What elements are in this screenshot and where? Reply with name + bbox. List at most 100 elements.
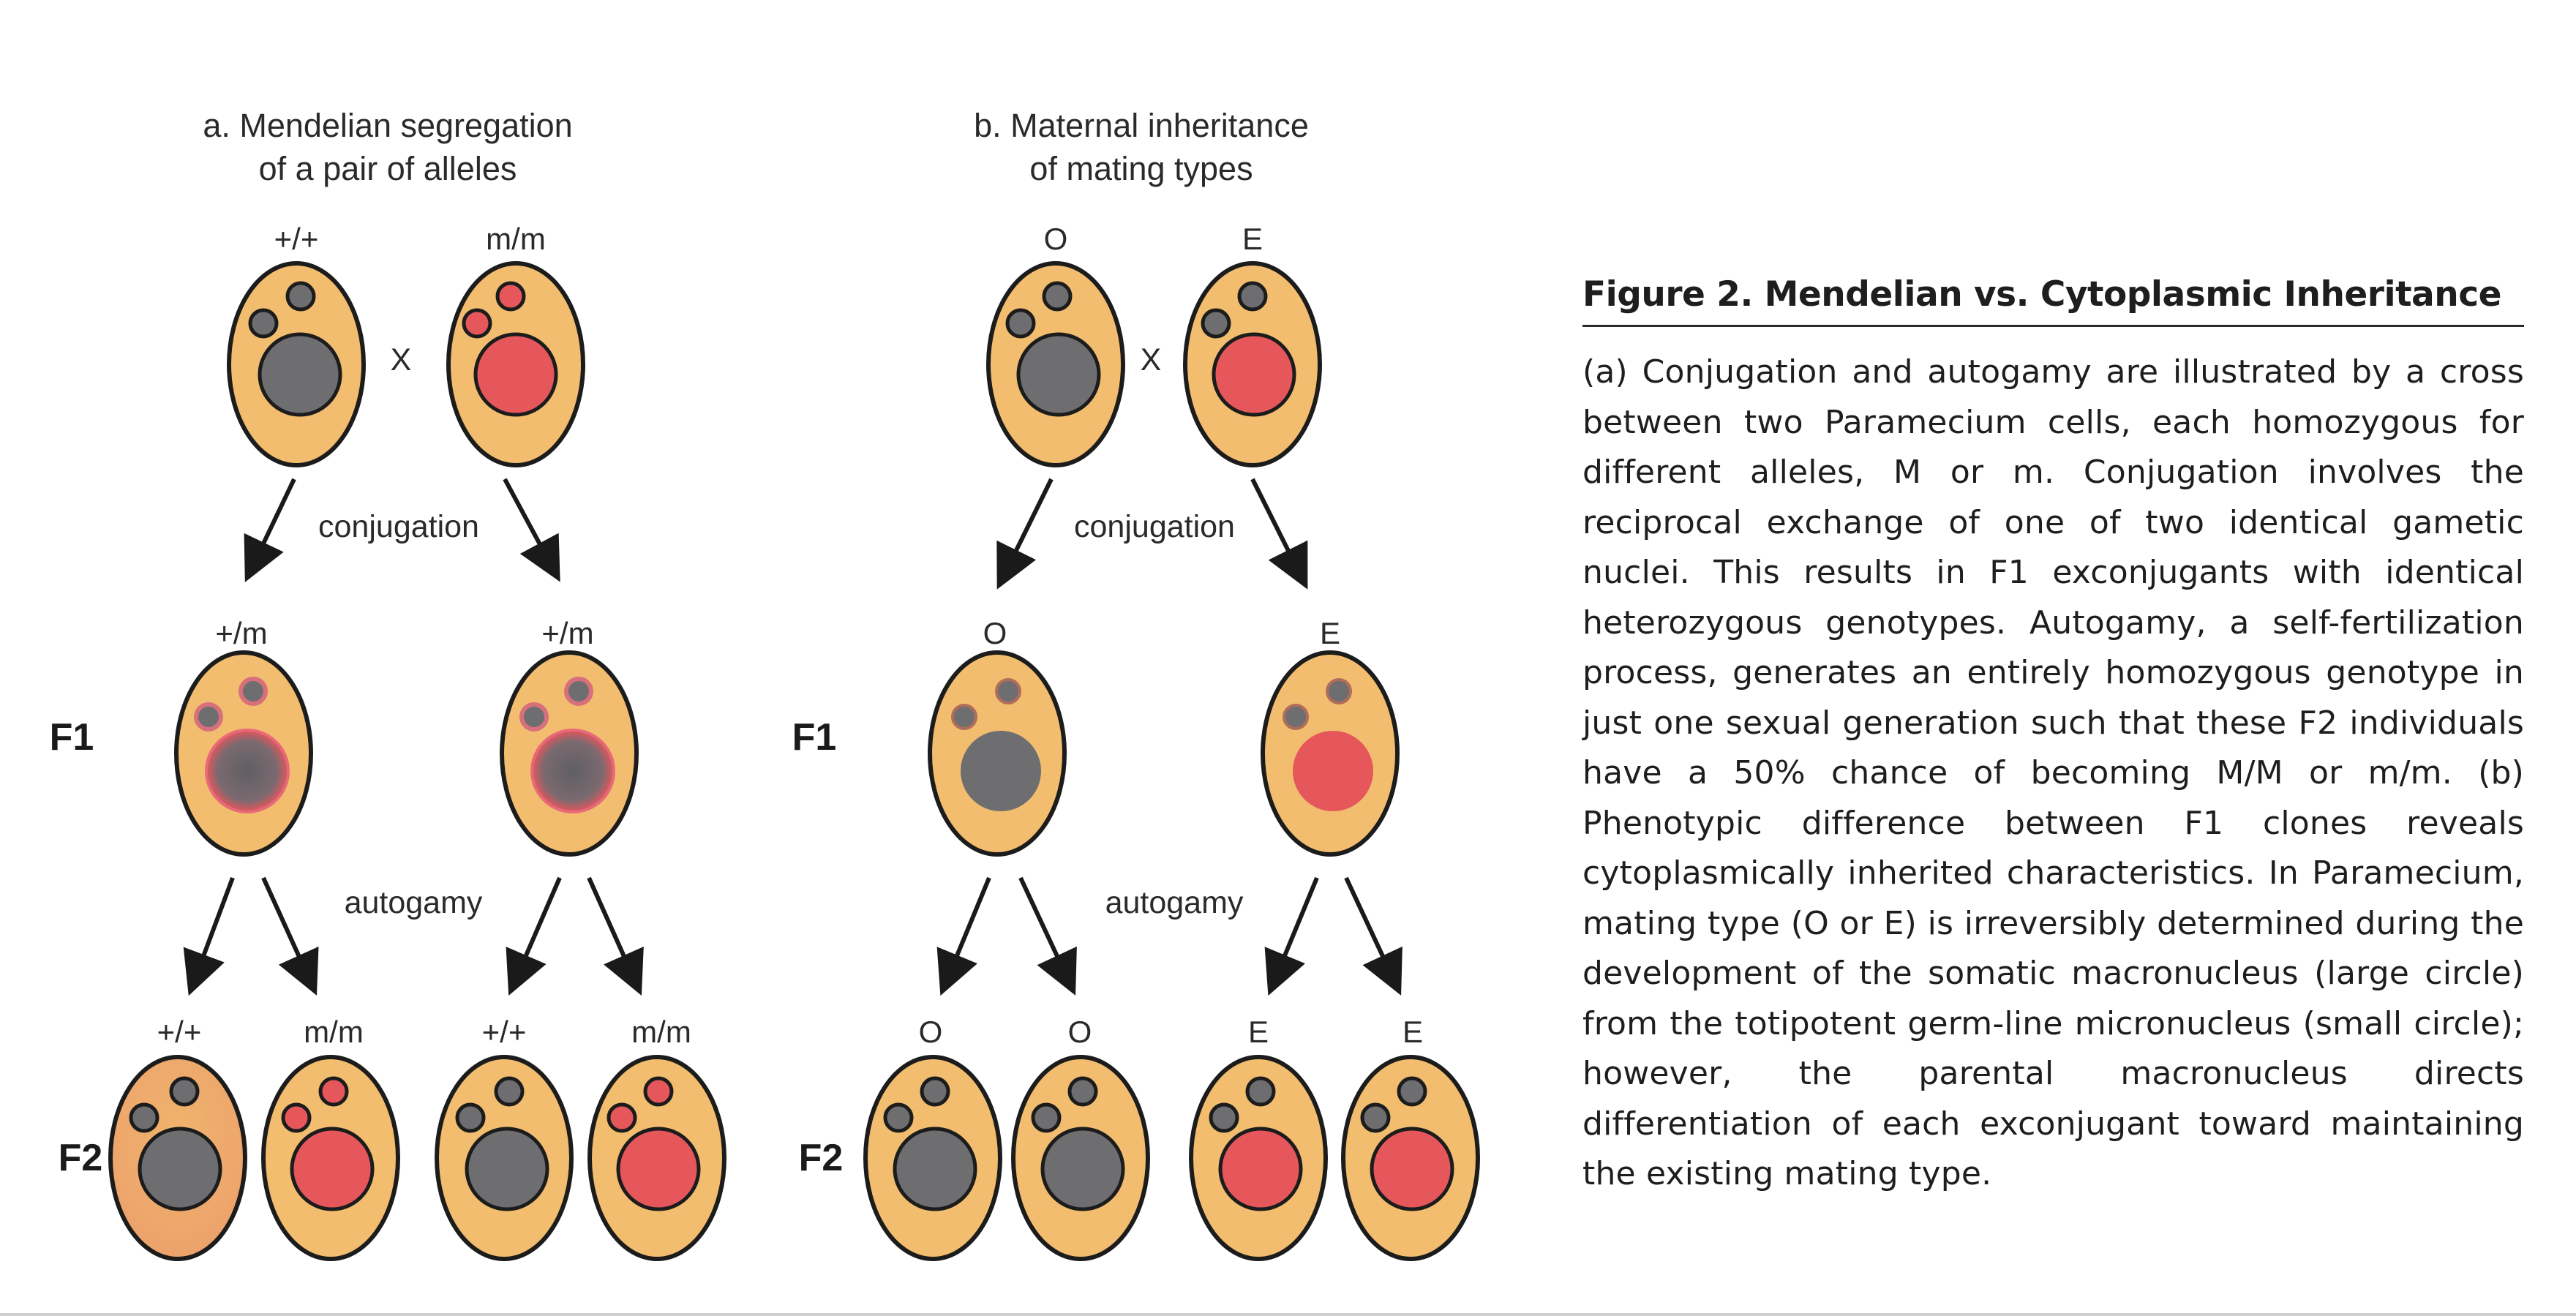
panel-b-title-line2: of mating types: [1029, 150, 1253, 187]
micronucleus: [1245, 1076, 1276, 1107]
micronucleus: [1067, 1076, 1098, 1107]
macronucleus: [961, 731, 1041, 811]
f1-cell-right: [500, 650, 639, 857]
conjugation-arrow-right: [503, 478, 560, 582]
panel-a: a. Mendelian segregation of a pair of al…: [50, 107, 726, 1261]
macronucleus: [1293, 731, 1373, 811]
macronucleus: [290, 1127, 375, 1211]
conjugation-arrow-right: [1250, 478, 1308, 590]
f2-cell: [1011, 1055, 1150, 1261]
parent-cell-left: [986, 261, 1125, 467]
cross-symbol: X: [391, 342, 412, 377]
f2-cell: [587, 1055, 726, 1261]
micronucleus: [1326, 678, 1352, 704]
micronucleus: [1031, 1102, 1062, 1133]
f1-cell-left: [928, 650, 1067, 857]
micronucleus: [1283, 704, 1309, 730]
f1-mating-type-left: O: [983, 616, 1007, 650]
generation-label-f2: F2: [59, 1137, 103, 1179]
parent-mating-type-left: O: [1044, 222, 1068, 256]
macronucleus: [1016, 332, 1101, 417]
macronucleus: [205, 729, 290, 813]
generation-label-f1: F1: [50, 716, 94, 759]
micronucleus: [455, 1102, 486, 1133]
macronucleus: [473, 332, 558, 417]
micronucleus: [951, 704, 977, 730]
autogamy-label: autogamy: [345, 885, 483, 920]
f2-genotype: +/+: [482, 1015, 527, 1049]
f1-cell-left: [174, 650, 313, 857]
f1-genotype-left: +/m: [215, 616, 267, 650]
caption-body: (a) Conjugation and autogamy are illustr…: [1582, 353, 2524, 1192]
macronucleus: [893, 1127, 977, 1211]
autogamy-arrow: [936, 876, 991, 996]
macronucleus: [465, 1127, 549, 1211]
micronucleus: [1201, 308, 1231, 339]
micronucleus: [1237, 281, 1268, 312]
micronucleus: [607, 1102, 637, 1133]
f1-mating-type-right: E: [1320, 616, 1340, 650]
micronucleus: [1209, 1102, 1239, 1133]
micronucleus: [1360, 1102, 1391, 1133]
micronucleus: [462, 308, 492, 339]
micronucleus: [1042, 281, 1073, 312]
f1-genotype-right: +/m: [541, 616, 593, 650]
autogamy-arrow: [587, 876, 644, 996]
f2-genotype: m/m: [304, 1015, 364, 1049]
micronucleus: [494, 1076, 525, 1107]
micronucleus: [920, 1076, 950, 1107]
micronucleus: [495, 281, 526, 312]
micronucleus: [643, 1076, 674, 1107]
generation-label-f1: F1: [792, 716, 837, 759]
autogamy-label: autogamy: [1105, 885, 1244, 920]
cross-symbol: X: [1141, 342, 1162, 377]
autogamy-arrow: [1344, 876, 1402, 996]
panel-a-title-line1: a. Mendelian segregation: [203, 107, 572, 144]
autogamy-arrow: [1264, 876, 1319, 996]
micronucleus: [285, 281, 316, 312]
macronucleus: [1040, 1127, 1125, 1211]
conjugation-label: conjugation: [1074, 509, 1235, 544]
micronucleus: [995, 678, 1021, 704]
autogamy-arrow: [183, 876, 235, 996]
caption-title: Figure 2. Mendelian vs. Cytoplasmic Inhe…: [1582, 274, 2524, 327]
f2-cell: [261, 1055, 400, 1261]
micronucleus: [519, 702, 549, 732]
f2-mating-type: O: [1068, 1015, 1092, 1049]
f2-genotype: m/m: [631, 1015, 691, 1049]
parent-genotype-right: m/m: [486, 222, 546, 256]
micronucleus: [318, 1076, 349, 1107]
macronucleus: [530, 729, 615, 813]
panel-b-title-line1: b. Maternal inheritance: [974, 107, 1309, 144]
micronucleus: [248, 308, 279, 339]
f2-cell: [1189, 1055, 1328, 1261]
macronucleus: [1218, 1127, 1303, 1211]
macronucleus: [258, 332, 342, 417]
parent-cell-left: [227, 261, 366, 467]
parent-cell-right: [1183, 261, 1322, 467]
f2-cell: [108, 1055, 247, 1261]
micronucleus: [883, 1102, 914, 1133]
conjugation-arrow-left: [244, 478, 296, 582]
micronucleus: [169, 1076, 200, 1107]
conjugation-label: conjugation: [318, 509, 479, 544]
autogamy-arrow: [1018, 876, 1077, 996]
autogamy-arrow: [261, 876, 319, 996]
macronucleus: [616, 1127, 701, 1211]
f2-cell: [435, 1055, 574, 1261]
macronucleus: [138, 1127, 222, 1211]
panel-b: b. Maternal inheritance of mating types …: [792, 107, 1480, 1261]
micronucleus: [1397, 1076, 1427, 1107]
page-edge-divider: [0, 1313, 2576, 1316]
autogamy-arrow: [506, 876, 562, 996]
conjugation-arrow-left: [996, 478, 1054, 590]
panel-a-title-line2: of a pair of alleles: [259, 150, 517, 187]
f2-mating-type: E: [1402, 1015, 1423, 1049]
macronucleus: [1212, 332, 1296, 417]
micronucleus: [1005, 308, 1036, 339]
parent-genotype-left: +/+: [274, 222, 319, 256]
f2-genotype: +/+: [157, 1015, 202, 1049]
f2-mating-type: O: [919, 1015, 943, 1049]
f2-cell: [863, 1055, 1002, 1261]
